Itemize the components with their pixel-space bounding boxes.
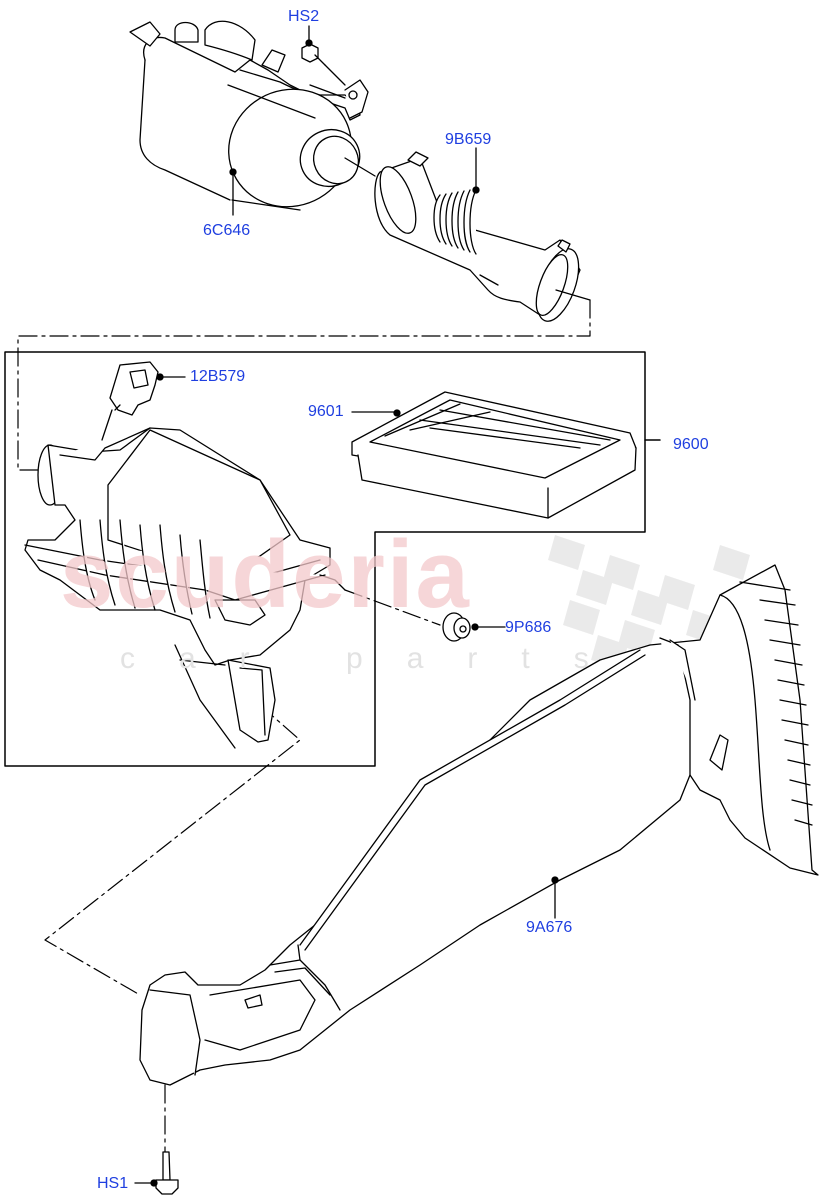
- grommet-9p686[interactable]: [442, 612, 506, 642]
- callout-hs2[interactable]: HS2: [288, 8, 320, 25]
- callout-9b659[interactable]: 9B659: [445, 131, 492, 148]
- callout-9p686[interactable]: 9P686: [505, 619, 552, 636]
- air-filter-element-9601[interactable]: [351, 391, 637, 519]
- resonator-6c646[interactable]: [129, 20, 376, 226]
- bolt-hs2[interactable]: [301, 43, 346, 86]
- bolt-hs1[interactable]: [134, 1151, 179, 1195]
- callout-9601[interactable]: 9601: [308, 403, 344, 420]
- callout-6c646[interactable]: 6C646: [203, 222, 251, 239]
- dash-dot-lines: [17, 299, 591, 1156]
- callout-9a676[interactable]: 9A676: [526, 919, 573, 936]
- maf-sensor-12b579[interactable]: [101, 361, 186, 441]
- leader-lines: [229, 25, 480, 216]
- air-cleaner-housing[interactable]: [24, 427, 346, 749]
- assembly-box-9600: [4, 351, 661, 767]
- callout-12b579[interactable]: 12B579: [190, 368, 246, 385]
- callout-hs1[interactable]: HS1: [97, 1175, 129, 1192]
- air-intake-duct-9a676[interactable]: [139, 564, 819, 1086]
- callout-9600[interactable]: 9600: [673, 436, 709, 453]
- air-intake-hose-9b659[interactable]: [373, 151, 591, 327]
